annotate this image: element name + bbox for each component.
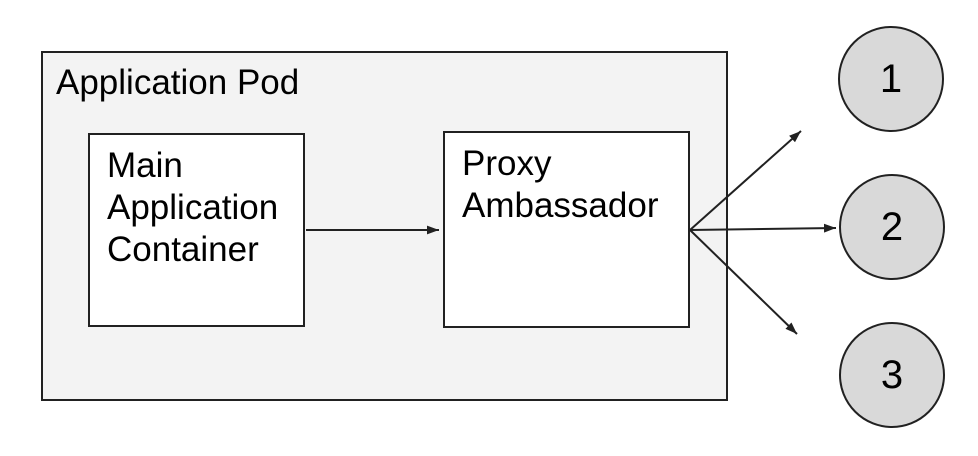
endpoint-circle-2: 2: [839, 174, 945, 280]
endpoint-2-label: 2: [880, 204, 904, 249]
endpoint-1-label: 1: [879, 56, 903, 101]
endpoint-circle-1: 1: [838, 26, 944, 132]
endpoint-circle-3: 3: [839, 322, 945, 428]
application-pod-box: Application Pod Main Application Contain…: [41, 51, 728, 401]
application-pod-label: Application Pod: [56, 63, 300, 102]
main-application-container-label: Main Application Container: [107, 146, 279, 269]
endpoint-3-label: 3: [880, 352, 904, 397]
proxy-ambassador-node: Proxy Ambassador: [443, 131, 690, 328]
proxy-ambassador-label: Proxy Ambassador: [462, 144, 659, 225]
main-application-container-node: Main Application Container: [88, 133, 305, 327]
